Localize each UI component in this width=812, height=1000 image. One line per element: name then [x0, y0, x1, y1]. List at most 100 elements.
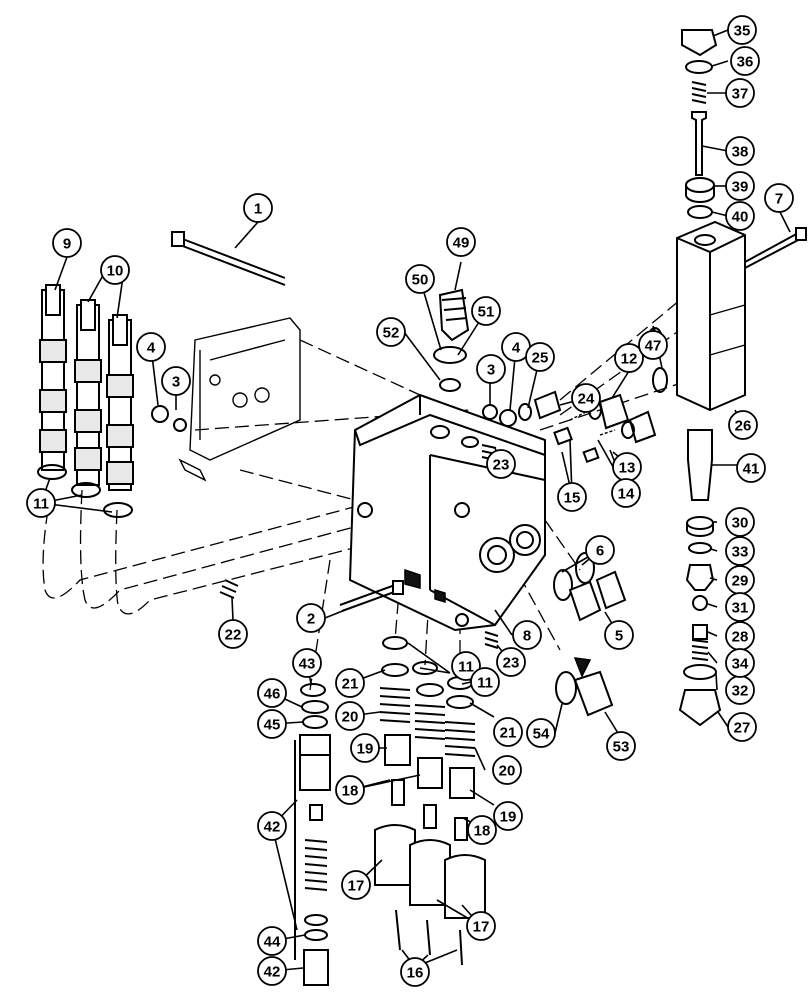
- callout-circle: [486, 449, 516, 479]
- relief-valve: [433, 288, 470, 392]
- callout-c49: 49: [446, 227, 476, 257]
- callout-number: 2: [307, 611, 315, 628]
- callout-number: 11: [477, 675, 493, 692]
- port-plugs: [553, 552, 627, 717]
- callout-number: 36: [737, 54, 754, 71]
- callout-circle: [725, 136, 755, 166]
- callout-circle: [26, 488, 56, 518]
- callout-c45: 45: [257, 709, 287, 739]
- callout-circle: [292, 648, 322, 678]
- callout-circle: [725, 201, 755, 231]
- callout-c39: 39: [725, 171, 755, 201]
- callout-c12: 12: [614, 343, 644, 373]
- callout-c33: 33: [725, 536, 755, 566]
- callout-c17b: 17: [466, 911, 496, 941]
- callout-c25: 25: [525, 342, 555, 372]
- callout-circle: [725, 78, 755, 108]
- right-plug-stack: [678, 429, 722, 727]
- callout-circle: [725, 171, 755, 201]
- callout-number: 42: [264, 819, 281, 836]
- callout-c13: 13: [612, 452, 642, 482]
- callout-number: 11: [458, 659, 474, 676]
- callout-circle: [585, 535, 615, 565]
- spool-middle: [74, 299, 102, 486]
- callout-number: 15: [564, 490, 581, 507]
- callout-circle: [476, 354, 506, 384]
- spool-left: [39, 284, 67, 471]
- callout-number: 38: [732, 144, 749, 161]
- callout-circle: [257, 926, 287, 956]
- callout-c38: 38: [725, 136, 755, 166]
- callout-number: 21: [342, 676, 359, 693]
- callout-c18b: 18: [467, 815, 497, 845]
- callout-number: 14: [618, 486, 635, 503]
- callout-circle: [728, 410, 758, 440]
- callout-number: 1: [254, 201, 262, 218]
- callout-c3a: 3: [161, 366, 191, 396]
- callout-number: 19: [357, 741, 374, 758]
- callout-c29: 29: [725, 565, 755, 595]
- callout-c7: 7: [764, 183, 794, 213]
- callout-c32: 32: [725, 675, 755, 705]
- callout-number: 50: [412, 272, 429, 289]
- callout-c8: 8: [512, 620, 542, 650]
- callout-number: 5: [615, 628, 623, 645]
- callout-number: 9: [63, 236, 71, 253]
- callout-c34: 34: [725, 648, 755, 678]
- callout-c28: 28: [725, 621, 755, 651]
- callout-circle: [335, 775, 365, 805]
- callout-circle: [614, 343, 644, 373]
- callout-c53: 53: [606, 731, 636, 761]
- callout-c17a: 17: [341, 870, 371, 900]
- callout-number: 26: [735, 418, 752, 435]
- callout-c18a: 18: [335, 775, 365, 805]
- callout-circle: [471, 296, 501, 326]
- callout-number: 30: [732, 515, 749, 532]
- callout-c9: 9: [52, 228, 82, 258]
- callout-circle: [525, 342, 555, 372]
- callout-number: 27: [734, 720, 751, 737]
- callout-c23a: 23: [486, 449, 516, 479]
- callout-number: 19: [500, 809, 517, 826]
- callout-c19b: 19: [493, 801, 523, 831]
- callout-c47: 47: [638, 330, 668, 360]
- callout-circle: [512, 620, 542, 650]
- callout-number: 21: [500, 725, 517, 742]
- callout-number: 4: [147, 340, 156, 357]
- lower-spring-groups: [374, 636, 486, 966]
- callout-c23b: 23: [496, 647, 526, 677]
- callout-c14: 14: [611, 478, 641, 508]
- callout-number: 35: [734, 23, 751, 40]
- callout-c31: 31: [725, 592, 755, 622]
- callout-circle: [161, 366, 191, 396]
- callout-circle: [571, 383, 601, 413]
- callout-c22: 22: [218, 619, 248, 649]
- nuts-left: [151, 405, 187, 432]
- callout-number: 49: [453, 235, 470, 252]
- callout-circle: [136, 332, 166, 362]
- callout-c11c: 11: [470, 667, 500, 697]
- callout-c5: 5: [604, 620, 634, 650]
- callout-number: 8: [523, 628, 531, 645]
- callout-number: 4: [512, 340, 521, 357]
- callout-c11b: 11: [451, 651, 481, 681]
- callout-c20b: 20: [492, 755, 522, 785]
- callout-circle: [764, 183, 794, 213]
- callout-number: 25: [532, 350, 549, 367]
- rear-valve-section: [178, 317, 301, 482]
- callout-number: 3: [172, 374, 180, 391]
- callout-circle: [257, 956, 287, 986]
- callout-circle: [493, 717, 523, 747]
- callout-circle: [606, 731, 636, 761]
- spool-right: [106, 314, 134, 491]
- callout-c42a: 42: [257, 811, 287, 841]
- callout-c46: 46: [257, 678, 287, 708]
- callout-circle: [496, 647, 526, 677]
- callout-circle: [638, 330, 668, 360]
- callout-c3b: 3: [476, 354, 506, 384]
- callout-circle: [492, 755, 522, 785]
- callout-number: 29: [732, 573, 749, 590]
- callout-c15: 15: [557, 482, 587, 512]
- callout-number: 23: [503, 655, 520, 672]
